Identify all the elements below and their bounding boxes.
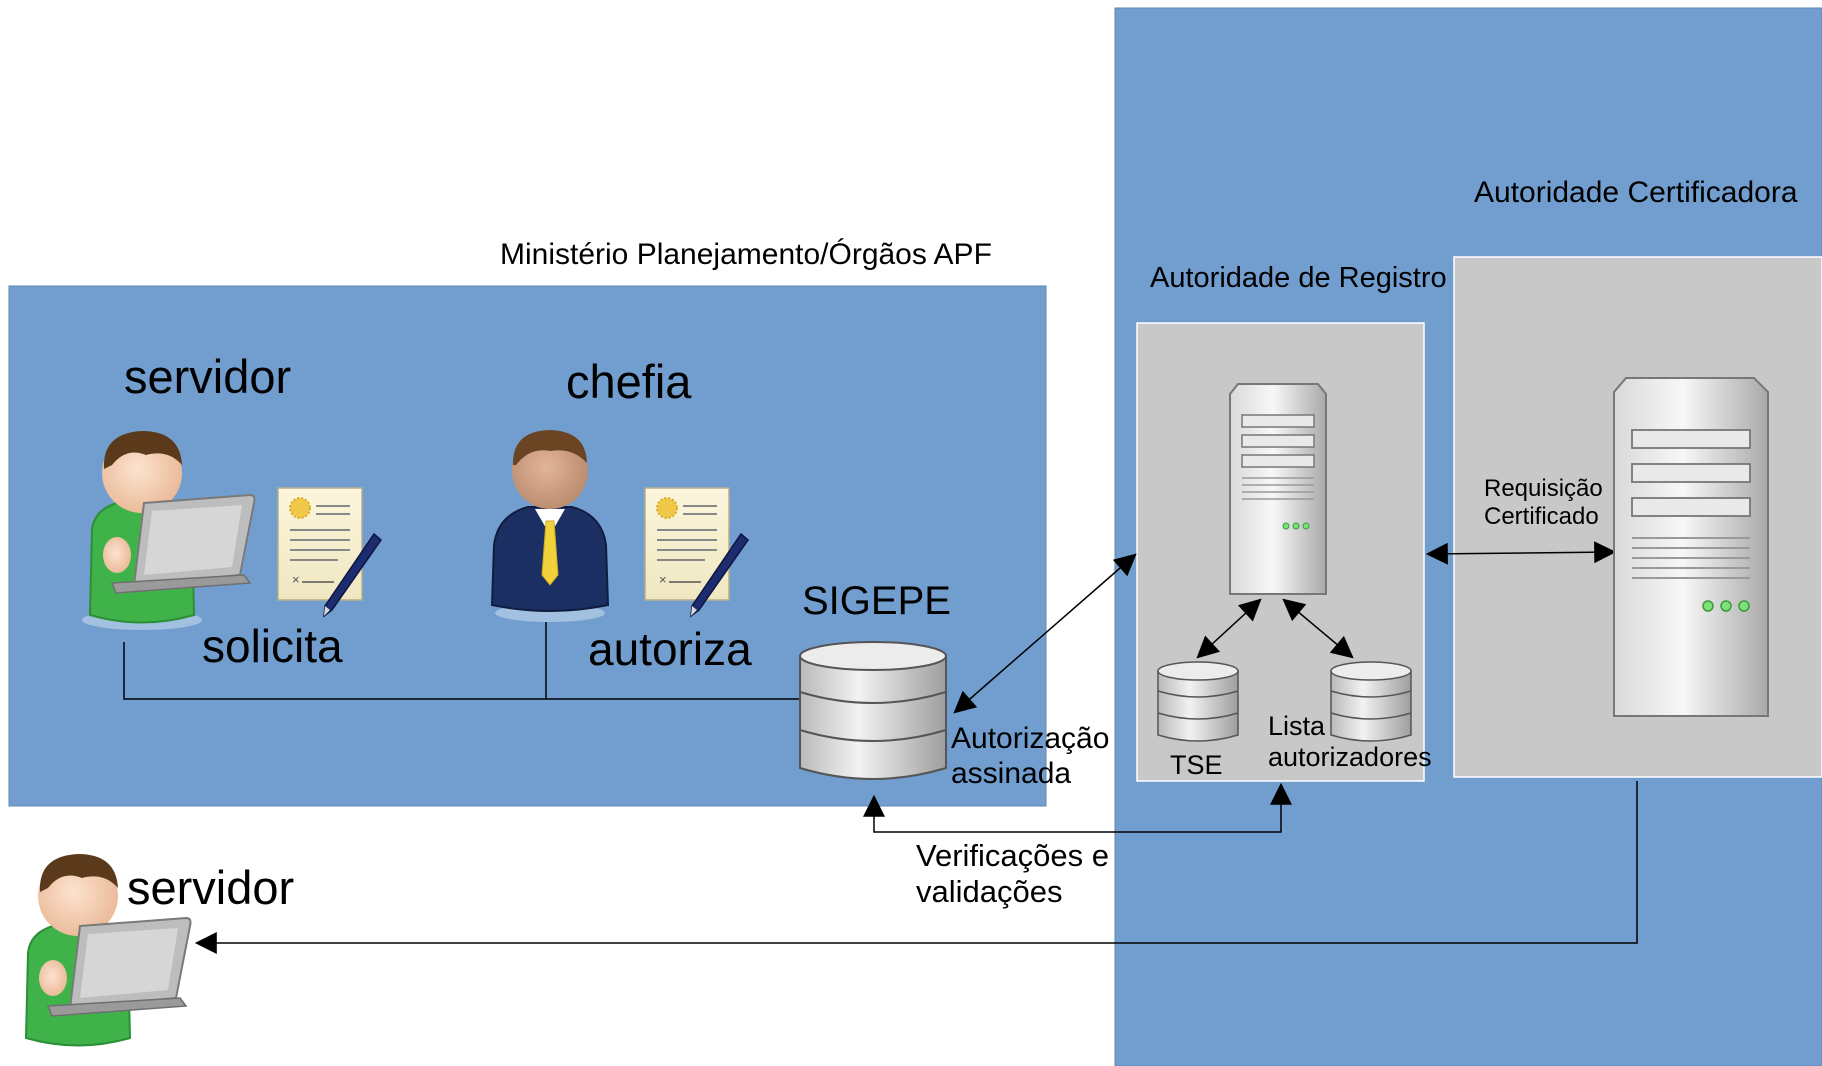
servidor-bottom-label: servidor bbox=[127, 861, 295, 914]
lista-autorizadores-label: Lista autorizadores bbox=[1268, 711, 1432, 773]
requisicao-arrow bbox=[1425, 541, 1617, 565]
solicita-connector bbox=[123, 642, 800, 700]
ar-server-icon bbox=[1229, 383, 1327, 595]
ar-tse-arrow bbox=[1196, 598, 1262, 659]
ministerio-zone-title: Ministério Planejamento/Órgãos APF bbox=[500, 238, 992, 271]
certificado-entrega-arrow bbox=[194, 781, 1638, 954]
autoridade-certificadora-title: Autoridade Certificadora bbox=[1474, 176, 1798, 209]
sigepe-label: SIGEPE bbox=[802, 579, 951, 623]
verificacoes-arrow bbox=[863, 782, 1292, 833]
autoridade-registro-title: Autoridade de Registro bbox=[1150, 262, 1447, 294]
requisicao-certificado-label: Requisição Certificado bbox=[1484, 475, 1603, 530]
autoriza-label: autoriza bbox=[588, 623, 752, 675]
solicita-label: solicita bbox=[202, 620, 343, 672]
tse-database-icon bbox=[1157, 661, 1239, 742]
ar-lista-arrow bbox=[1282, 598, 1354, 659]
chefia-label: chefia bbox=[566, 355, 692, 408]
servidor-label: servidor bbox=[124, 350, 292, 403]
sigepe-ar-arrow bbox=[953, 553, 1137, 714]
sigepe-database-icon bbox=[799, 641, 947, 780]
autorizacao-assinada-label: Autorização assinada bbox=[951, 722, 1110, 790]
verificacoes-validacoes-label: Verificações e validações bbox=[916, 838, 1109, 909]
ac-server-icon bbox=[1613, 377, 1769, 717]
tse-label: TSE bbox=[1170, 750, 1223, 780]
